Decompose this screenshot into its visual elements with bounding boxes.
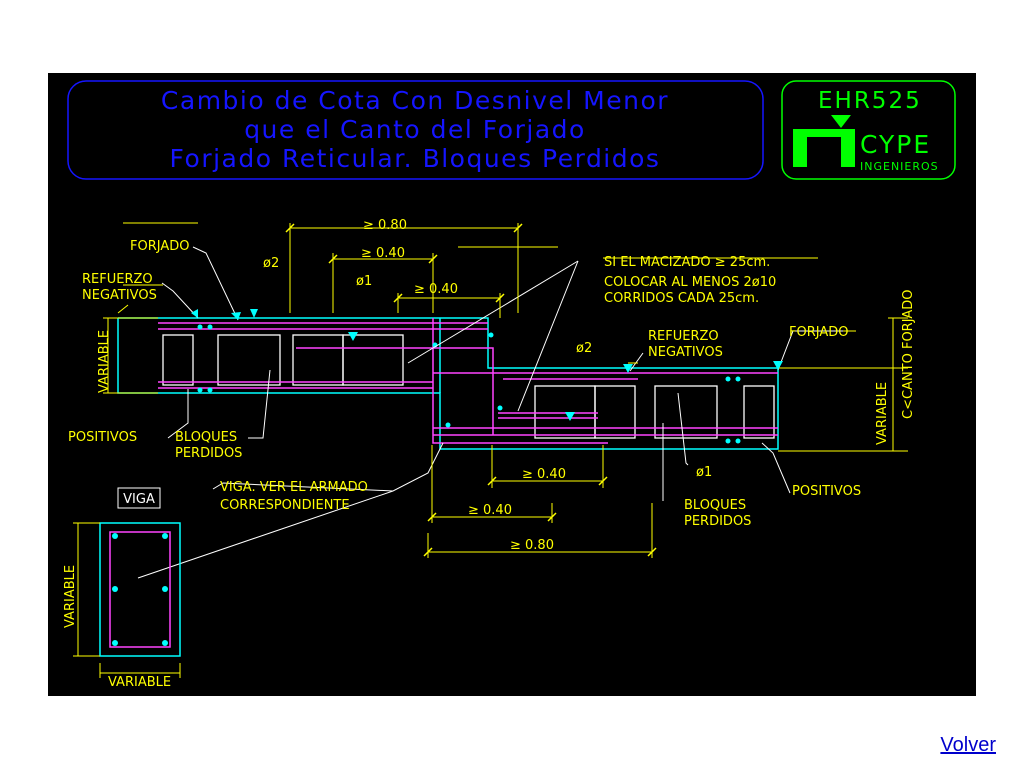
cype-logo-icon — [793, 115, 855, 167]
blocks-right — [534, 385, 775, 439]
label-positivos-right: POSITIVOS — [792, 484, 861, 499]
label-phi1-top: ø1 — [356, 274, 372, 289]
label-bloques-left-1: BLOQUES — [175, 430, 237, 445]
viga-label: VIGA — [123, 492, 155, 507]
viga-section — [99, 522, 181, 657]
volver-link[interactable]: Volver — [940, 734, 996, 756]
viga-stirrup — [109, 531, 171, 648]
dim-bot-040b: ≥ 0.40 — [468, 503, 512, 518]
logo-brand: CYPE — [860, 130, 931, 159]
viga-dimensions — [73, 522, 181, 678]
logo-frame — [781, 80, 956, 180]
viga-note-2: CORRESPONDIENTE — [220, 498, 350, 513]
label-forjado-right: FORJADO — [789, 325, 848, 340]
label-bloques-right-1: BLOQUES — [684, 498, 746, 513]
label-positivos-left: POSITIVOS — [68, 430, 137, 445]
title-line-3: Forjado Reticular. Bloques Perdidos — [170, 144, 661, 173]
cad-svg: Cambio de Cota Con Desnivel Menor que el… — [63, 80, 956, 690]
label-variable-left: VARIABLE — [97, 330, 112, 393]
label-variable-right: VARIABLE — [875, 382, 890, 445]
label-refuerzo-right-1: REFUERZO — [648, 329, 719, 344]
dim-top-040b: ≥ 0.40 — [414, 282, 458, 297]
logo-sub: INGENIEROS — [860, 160, 939, 173]
concrete-section — [117, 317, 779, 450]
macizado-line-3: CORRIDOS CADA 25cm. — [604, 291, 759, 306]
dim-bot-040a: ≥ 0.40 — [522, 467, 566, 482]
label-canto-forjado: C<CANTO FORJADO — [901, 290, 916, 419]
dimension-lines — [103, 222, 908, 558]
viga-label-frame — [117, 487, 161, 509]
label-bloques-right-2: PERDIDOS — [684, 514, 751, 529]
label-phi2-top: ø2 — [263, 256, 279, 271]
title-frame — [67, 80, 764, 180]
viga-note-1: VIGA. VER EL ARMADO — [220, 480, 368, 495]
label-forjado-left: FORJADO — [130, 239, 189, 254]
dim-top-080: ≥ 0.80 — [363, 218, 407, 233]
label-refuerzo-right-2: NEGATIVOS — [648, 345, 723, 360]
rebar-lines — [158, 318, 778, 444]
macizado-line-1: SI EL MACIZADO ≥ 25cm. — [604, 255, 770, 270]
label-bloques-left-2: PERDIDOS — [175, 446, 242, 461]
label-refuerzo-left-2: NEGATIVOS — [82, 288, 157, 303]
title-line-2: que el Canto del Forjado — [244, 115, 586, 144]
logo-code: EHR525 — [818, 88, 922, 114]
label-refuerzo-left-1: REFUERZO — [82, 272, 153, 287]
leader-arrows — [191, 309, 783, 421]
viga-rebar-dots — [112, 533, 168, 646]
macizado-line-2: COLOCAR AL MENOS 2ø10 — [604, 275, 776, 290]
blocks-left — [162, 334, 404, 386]
label-variable-viga-v: VARIABLE — [63, 565, 78, 628]
title-line-1: Cambio de Cota Con Desnivel Menor — [161, 86, 669, 115]
dimension-ticks — [285, 223, 657, 557]
cad-drawing: Cambio de Cota Con Desnivel Menor que el… — [48, 73, 976, 696]
label-phi1-bottom: ø1 — [696, 465, 712, 480]
label-variable-viga-h: VARIABLE — [108, 675, 171, 690]
label-phi2-right: ø2 — [576, 341, 592, 356]
dim-top-040a: ≥ 0.40 — [361, 246, 405, 261]
dim-bot-080: ≥ 0.80 — [510, 538, 554, 553]
